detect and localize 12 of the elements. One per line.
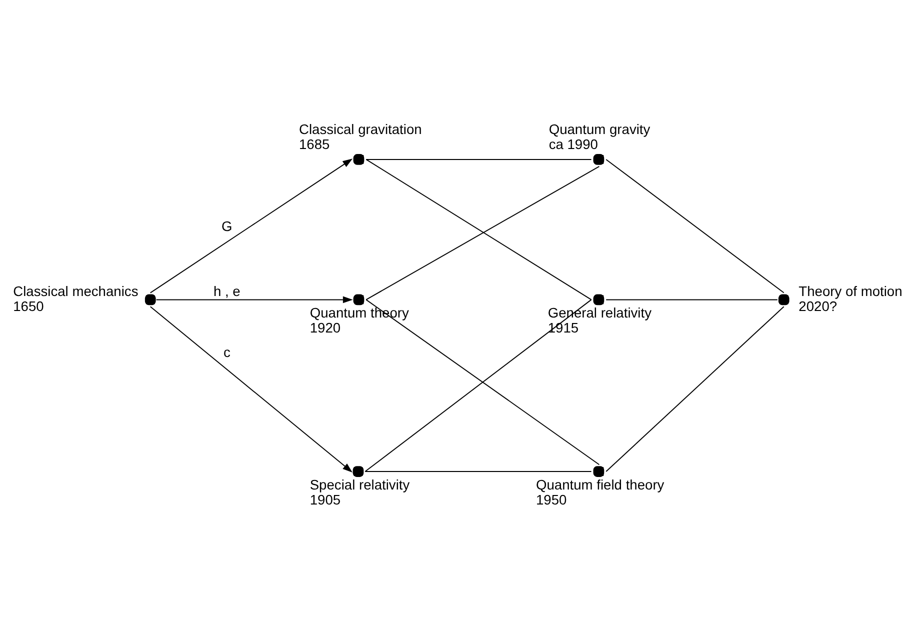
edge-label: h , e: [213, 282, 240, 298]
node-label: Special relativity: [310, 476, 410, 492]
node-label: 1905: [310, 490, 341, 507]
node-label: 1685: [298, 135, 330, 152]
node-label: Quantum gravity: [548, 120, 650, 136]
node-label: Quantum field theory: [536, 476, 664, 492]
edge-label: G: [222, 217, 232, 234]
node-label: Classical gravitation: [298, 120, 422, 136]
node-label: Theory of motion: [798, 282, 902, 298]
node-label: Classical mechanics: [13, 282, 138, 298]
edge-label: c: [223, 344, 230, 360]
node-label: 1650: [13, 297, 44, 314]
